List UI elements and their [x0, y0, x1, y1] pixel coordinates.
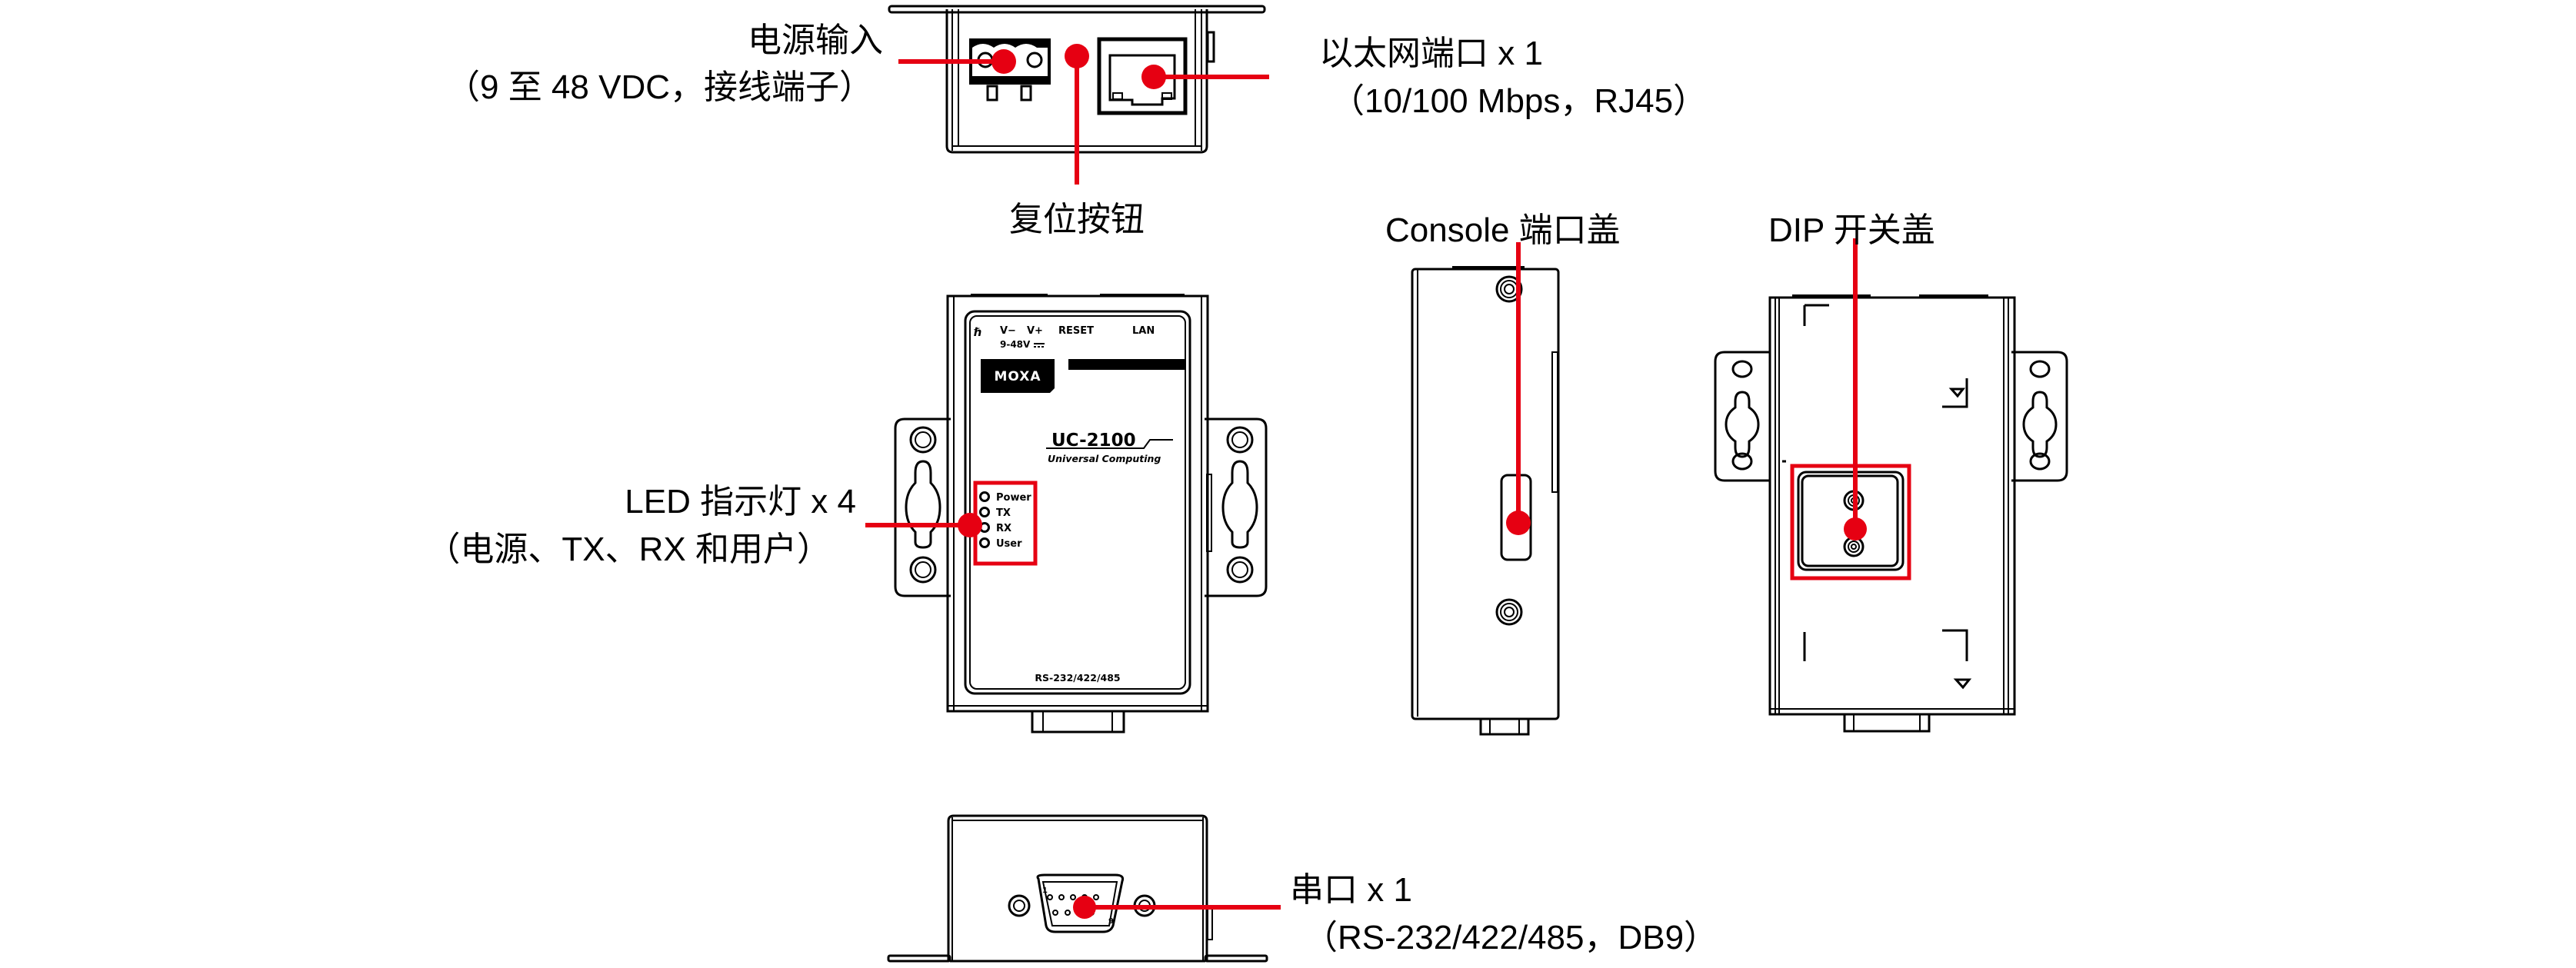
callout-serial: 串口 x 1 （RS-232/422/485，DB9）: [1073, 871, 1718, 956]
callout-dip: DIP 开关盖: [1768, 211, 1935, 541]
moxa-logo: MOXA: [981, 359, 1055, 393]
serial-label: 串口 x 1: [1290, 871, 1412, 909]
led-label-rx: RX: [996, 523, 1011, 534]
model-name: UC-2100: [1051, 431, 1136, 451]
power-input-label: 电源输入: [748, 22, 883, 59]
bottom-view: 1 9: [887, 814, 1268, 963]
dc-symbol-icon: [1034, 343, 1045, 348]
db9-connector: 1 9: [1008, 873, 1156, 933]
moxa-logo-text: MOXA: [994, 369, 1041, 384]
callout-ethernet: 以太网端口 x 1 （10/100 Mbps，RJ45）: [1141, 35, 1707, 120]
dip-cover-label: DIP 开关盖: [1768, 211, 1935, 249]
back-view: [1714, 294, 2068, 733]
led-label-user: User: [996, 538, 1022, 550]
model-tagline: Universal Computing: [1048, 453, 1161, 464]
serial-panel-label: RS-232/422/485: [1035, 672, 1120, 684]
db9-pin1-label: 1: [1042, 887, 1048, 895]
serial-spec: （RS-232/422/485，DB9）: [1304, 919, 1718, 956]
mounting-ear-left-back: [1714, 351, 1771, 482]
screw-bottom: [1495, 598, 1523, 626]
mounting-ear-left: [894, 417, 951, 597]
triangle-marker-icon: [1948, 388, 1966, 398]
label-voltage: 9-48V: [1000, 339, 1031, 350]
back-enclosure: [1768, 296, 2016, 716]
led-label-power: Power: [996, 492, 1031, 504]
db9-pin9-label: 9: [1108, 917, 1114, 926]
led-label: LED 指示灯 x 4: [625, 483, 856, 521]
label-v-plus: V+: [1027, 325, 1043, 337]
led-spec: （电源、TX、RX 和用户）: [426, 531, 831, 568]
front-label-panel: [964, 310, 1191, 695]
mounting-ear-right-back: [2011, 351, 2068, 482]
callout-power-input: 电源输入 （9 至 48 VDC，接线端子）: [446, 22, 1016, 106]
callout-led: LED 指示灯 x 4 （电源、TX、RX 和用户）: [426, 483, 982, 568]
triangle-marker-icon: [1953, 678, 1972, 690]
dip-switch-cover: [1797, 471, 1905, 571]
callout-console: Console 端口盖: [1385, 211, 1621, 535]
front-enclosure: [946, 294, 1209, 713]
console-cover-label: Console 端口盖: [1385, 211, 1621, 249]
reset-button-label: 复位按钮: [1009, 201, 1145, 238]
front-view: ℏ V− V+ 9-48V RESET LAN MOXA UC-2100 Uni…: [894, 294, 1268, 733]
black-bar: [1068, 359, 1185, 370]
label-lan: LAN: [1132, 325, 1155, 337]
side-view: [1411, 266, 1560, 736]
ethernet-spec: （10/100 Mbps，RJ45）: [1331, 82, 1707, 120]
dip-highlight-box: [1790, 464, 1911, 580]
led-label-tx: TX: [996, 507, 1011, 519]
bottom-enclosure: [947, 814, 1208, 961]
side-enclosure: [1411, 268, 1560, 720]
label-reset: RESET: [1058, 325, 1094, 337]
mounting-ear-right: [1205, 417, 1268, 597]
top-flange: [888, 5, 1266, 14]
label-v-minus: V−: [1000, 325, 1016, 337]
led-indicators: Power TX RX User: [979, 491, 1031, 550]
ethernet-label: 以太网端口 x 1: [1319, 35, 1543, 72]
power-input-spec: （9 至 48 VDC，接线端子）: [446, 68, 873, 106]
callout-reset: 复位按钮: [1009, 44, 1145, 238]
ground-icon: ℏ: [974, 325, 982, 339]
